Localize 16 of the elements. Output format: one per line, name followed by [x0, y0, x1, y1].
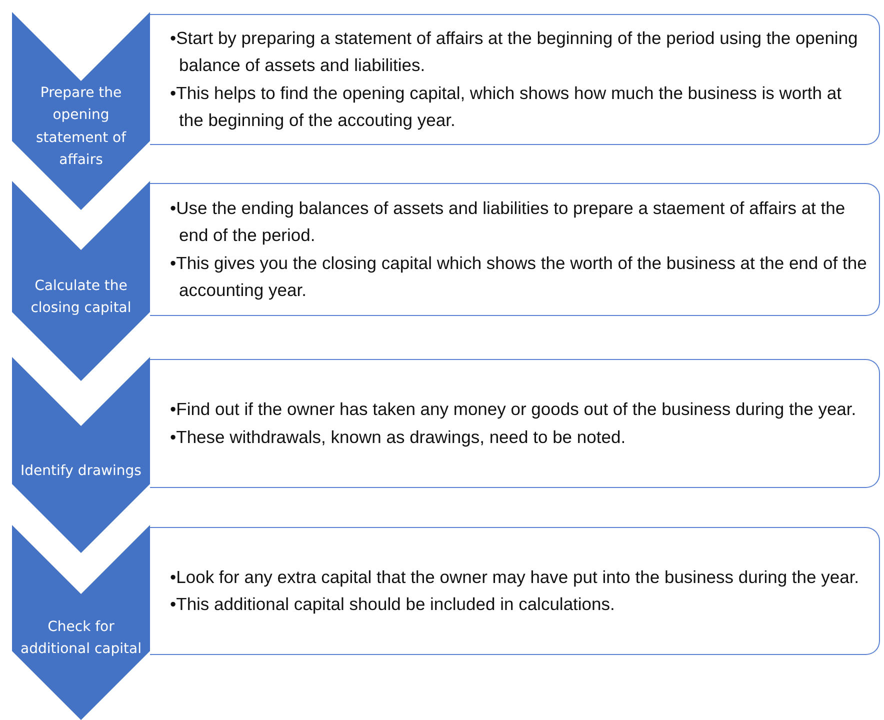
- bullet-text: •This gives you the closing capital which shows the worth of the business at the end of the accounting year.: [170, 252, 868, 302]
- step-label: Calculate the closing capital: [30, 276, 132, 318]
- text-panel: [150, 14, 880, 145]
- bullet-text: •These withdrawals, known as drawings, need to be noted.: [170, 426, 627, 449]
- step-label: Identify drawings: [20, 462, 142, 481]
- step-label: Prepare the opening statement of affairs: [34, 84, 128, 170]
- bullet-text: •Look for any extra capital that the owner may have put into the business during the year.: [170, 566, 860, 589]
- bullet-text: •Use the ending balances of assets and liabilities to prepare a staement of affairs at the end of the period.: [170, 197, 846, 248]
- text-panel: [150, 527, 880, 655]
- text-panel: [150, 359, 880, 488]
- bullet-text: •Start by preparing a statement of affairs at the beginning of the period using the opening balance of assets and liabilities.: [170, 27, 859, 78]
- bullet-text: •This additional capital should be included in calculations.: [170, 593, 616, 616]
- text-panel: [150, 183, 880, 316]
- bullet-text: •This helps to find the opening capital, which shows how much the business is worth at the beginning of the accouting year.: [170, 82, 842, 132]
- step-label: Check for additional capital: [20, 618, 142, 660]
- bullet-text: •Find out if the owner has taken any money or goods out of the business during the year.: [170, 398, 858, 422]
